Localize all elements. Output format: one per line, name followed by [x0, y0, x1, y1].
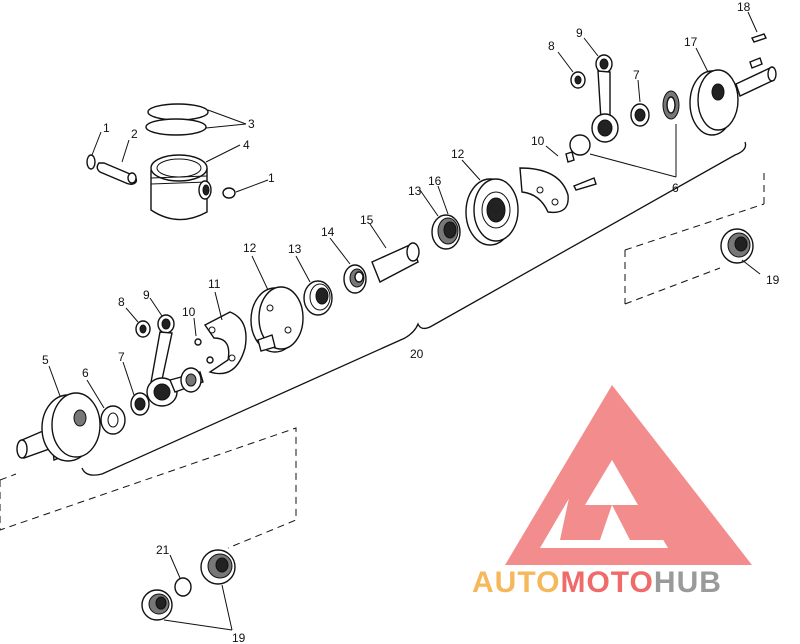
- bearing-19-right: [720, 228, 754, 264]
- callout-17: 17: [684, 35, 698, 49]
- callout-13-left: 13: [288, 242, 302, 256]
- callout-7-right: 7: [633, 68, 640, 82]
- piston-group: [86, 103, 236, 221]
- bearing-19-bottom-b: [141, 589, 173, 621]
- con-rod-right: [570, 54, 680, 143]
- watermark-hub: HUB: [654, 566, 722, 599]
- callout-11: 11: [208, 277, 221, 291]
- callout-4: 4: [243, 138, 250, 152]
- callout-19-bottom: 19: [232, 631, 246, 644]
- crank-center-left: [250, 286, 304, 353]
- thrust-plate-left: [194, 311, 247, 375]
- watermark-text: AUTOMOTOHUB: [472, 566, 722, 599]
- callout-19-right: 19: [766, 273, 780, 287]
- callout-18: 18: [737, 0, 751, 14]
- leader-19-right: [624, 170, 765, 305]
- leader-lines: [48, 11, 761, 631]
- key-18: [751, 33, 767, 43]
- crank-half-right: [689, 57, 777, 136]
- piston-ring-top: [147, 103, 209, 121]
- callout-9-left: 9: [143, 288, 150, 302]
- callout-1-right: 1: [268, 171, 275, 185]
- bearing-13-left: [303, 280, 333, 316]
- thrust-plate-right: [519, 151, 597, 214]
- circlip-right: [222, 187, 236, 199]
- sleeve-15: [371, 242, 420, 283]
- callout-1-left: 1: [103, 121, 110, 135]
- callout-5: 5: [42, 353, 49, 367]
- callout-8-right: 8: [548, 39, 555, 53]
- callout-16: 16: [428, 174, 442, 188]
- callout-20: 20: [410, 347, 424, 361]
- circlip-left: [86, 154, 96, 170]
- callout-9-right: 9: [576, 26, 583, 40]
- callout-12-right: 12: [451, 147, 465, 161]
- watermark-moto: MOTO: [560, 566, 653, 599]
- o-ring-21: [174, 577, 192, 597]
- callouts: 1 2 3 4 1 5 6 7 8 9 10 11 12 13 14 15 13…: [42, 0, 780, 644]
- callout-6-left: 6: [82, 366, 89, 380]
- watermark-auto: AUTO: [472, 566, 560, 599]
- callout-7-left: 7: [118, 350, 125, 364]
- callout-15: 15: [360, 213, 374, 227]
- callout-12-left: 12: [243, 241, 257, 255]
- piston-ring-bottom: [145, 118, 207, 136]
- callout-13-right: 13: [408, 184, 422, 198]
- bearing-13-right: [431, 214, 461, 250]
- callout-14: 14: [321, 225, 335, 239]
- bearing-19-bottom-a: [200, 549, 236, 585]
- automotohub-logo: [505, 385, 752, 565]
- crank-center-right: [465, 178, 519, 246]
- callout-3: 3: [248, 117, 255, 131]
- callout-10-left: 10: [182, 305, 196, 319]
- callout-8-left: 8: [118, 295, 125, 309]
- callout-6-right: 6: [672, 181, 679, 195]
- bracket-20: [81, 141, 747, 476]
- crank-half-left: [16, 392, 126, 462]
- callout-21: 21: [156, 543, 170, 557]
- piston: [150, 168, 208, 221]
- callout-10-right: 10: [531, 134, 545, 148]
- washer-6-right: [569, 134, 591, 156]
- callout-2: 2: [131, 127, 138, 141]
- leader-19-left: [0, 427, 297, 549]
- seal-14: [343, 264, 367, 294]
- con-rod-left: [130, 314, 204, 416]
